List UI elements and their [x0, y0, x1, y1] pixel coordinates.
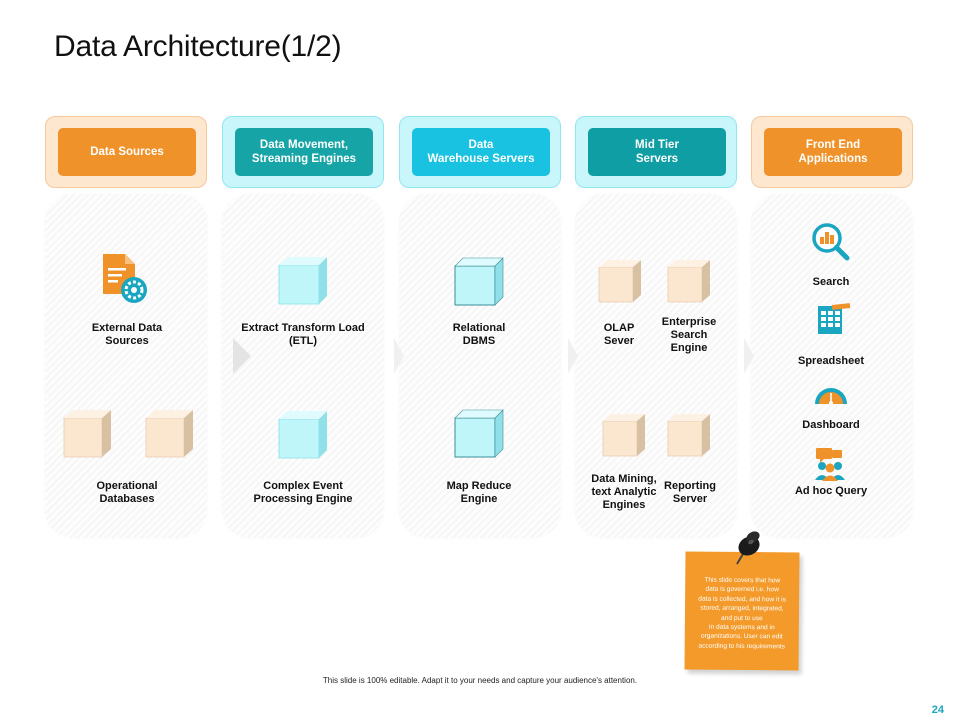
- spreadsheet-icon: [818, 303, 851, 334]
- column-data-warehouse: [399, 194, 561, 538]
- label-dashboard: Dashboard: [802, 419, 860, 431]
- flow-arrow-icon: [233, 338, 251, 374]
- cube-icon: [598, 260, 641, 303]
- header-panel-front-end: Front End Applications: [751, 116, 913, 188]
- flow-arrow-icon: [744, 338, 754, 374]
- cube-icon: [667, 260, 710, 303]
- label-search: Search: [812, 276, 850, 288]
- label-relational-dbms: Relational DBMS: [452, 322, 506, 347]
- sticky-note-text: This slide covers that how data is gover…: [698, 576, 786, 651]
- header-panel-data-warehouse: Data Warehouse Servers: [399, 116, 561, 188]
- label-reporting-server: Reporting Server: [664, 480, 716, 505]
- cube-icon: [278, 257, 327, 305]
- label-external-data-sources: External Data Sources: [91, 322, 163, 347]
- column-data-sources: [45, 194, 207, 538]
- dashboard-icon: [815, 388, 847, 405]
- flow-arrow-icon: [394, 338, 404, 374]
- pushpin-icon: [736, 531, 760, 565]
- slide-title: Data Architecture(1/2): [54, 30, 342, 63]
- flow-arrow-icon: [568, 338, 578, 374]
- page-number: 24: [931, 704, 944, 716]
- header-data-warehouse: Data Warehouse Servers: [412, 128, 550, 176]
- cube-icon: [602, 414, 645, 457]
- header-front-end: Front End Applications: [764, 128, 902, 176]
- header-panel-data-movement: Data Movement, Streaming Engines: [222, 116, 384, 188]
- header-mid-tier: Mid Tier Servers: [588, 128, 726, 176]
- label-operational-databases: Operational Databases: [96, 480, 158, 505]
- label-complex-event-processing: Complex Event Processing Engine: [253, 480, 353, 505]
- sticky-note: This slide covers that how data is gover…: [684, 551, 800, 671]
- header-panel-mid-tier: Mid Tier Servers: [575, 116, 737, 188]
- label-olap-sever: OLAP Sever: [603, 322, 635, 347]
- label-etl: Extract Transform Load (ETL): [241, 322, 365, 347]
- people-query-icon: [815, 448, 845, 481]
- header-panel-data-sources: Data Sources: [45, 116, 207, 188]
- cube-icon: [63, 410, 111, 458]
- header-data-movement: Data Movement, Streaming Engines: [235, 128, 373, 176]
- cube-icon: [454, 257, 504, 306]
- cube-icon: [667, 414, 710, 457]
- cube-icon: [145, 410, 193, 458]
- search-icon: [812, 223, 850, 261]
- header-data-sources: Data Sources: [58, 128, 196, 176]
- document-gear-icon: [103, 254, 147, 303]
- label-spreadsheet: Spreadsheet: [797, 355, 865, 367]
- footer-text: This slide is 100% editable. Adapt it to…: [322, 676, 638, 685]
- label-enterprise-search-engine: Enterprise Search Engine: [661, 316, 717, 354]
- label-ad-hoc-query: Ad hoc Query: [794, 485, 868, 497]
- label-map-reduce-engine: Map Reduce Engine: [446, 480, 512, 505]
- column-mid-tier: [575, 194, 737, 538]
- cube-icon: [454, 409, 504, 458]
- cube-icon: [278, 411, 327, 459]
- label-data-mining: Data Mining, text Analytic Engines: [591, 473, 657, 511]
